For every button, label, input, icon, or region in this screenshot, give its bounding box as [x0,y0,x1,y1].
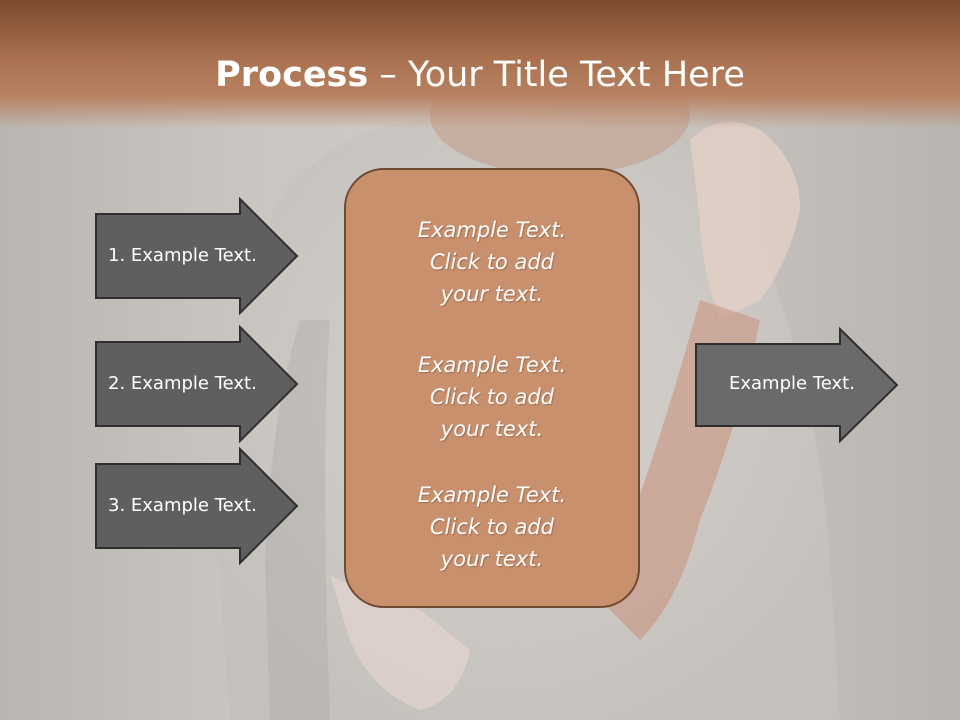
paragraph-line: Example Text. [417,218,567,242]
left-arrow-2-label: 2. Example Text. [108,373,257,394]
paragraph-line: Click to add [429,385,554,409]
paragraph-line: Click to add [429,515,554,539]
center-paragraph-3[interactable]: Example Text. Click to add your text. [346,479,638,575]
right-arrow-label: Example Text. [729,373,855,394]
paragraph-line: your text. [440,547,544,571]
center-paragraph-1[interactable]: Example Text. Click to add your text. [346,214,638,310]
slide-title[interactable]: Process – Your Title Text Here [0,54,960,96]
left-arrow-3[interactable] [95,446,299,566]
title-bar [0,0,960,128]
left-arrow-1-label: 1. Example Text. [108,245,257,266]
center-paragraph-2[interactable]: Example Text. Click to add your text. [346,349,638,445]
left-arrow-3-label: 3. Example Text. [108,495,257,516]
right-arrow[interactable] [695,326,899,444]
paragraph-line: Example Text. [417,353,567,377]
paragraph-line: Click to add [429,250,554,274]
title-bold: Process [215,55,369,95]
paragraph-line: your text. [440,282,544,306]
paragraph-line: Example Text. [417,483,567,507]
center-text-box[interactable]: Example Text. Click to add your text. Ex… [344,168,640,608]
paragraph-line: your text. [440,417,544,441]
left-arrow-2[interactable] [95,324,299,444]
title-rest: – Your Title Text Here [368,55,745,95]
left-arrow-1[interactable] [95,196,299,316]
